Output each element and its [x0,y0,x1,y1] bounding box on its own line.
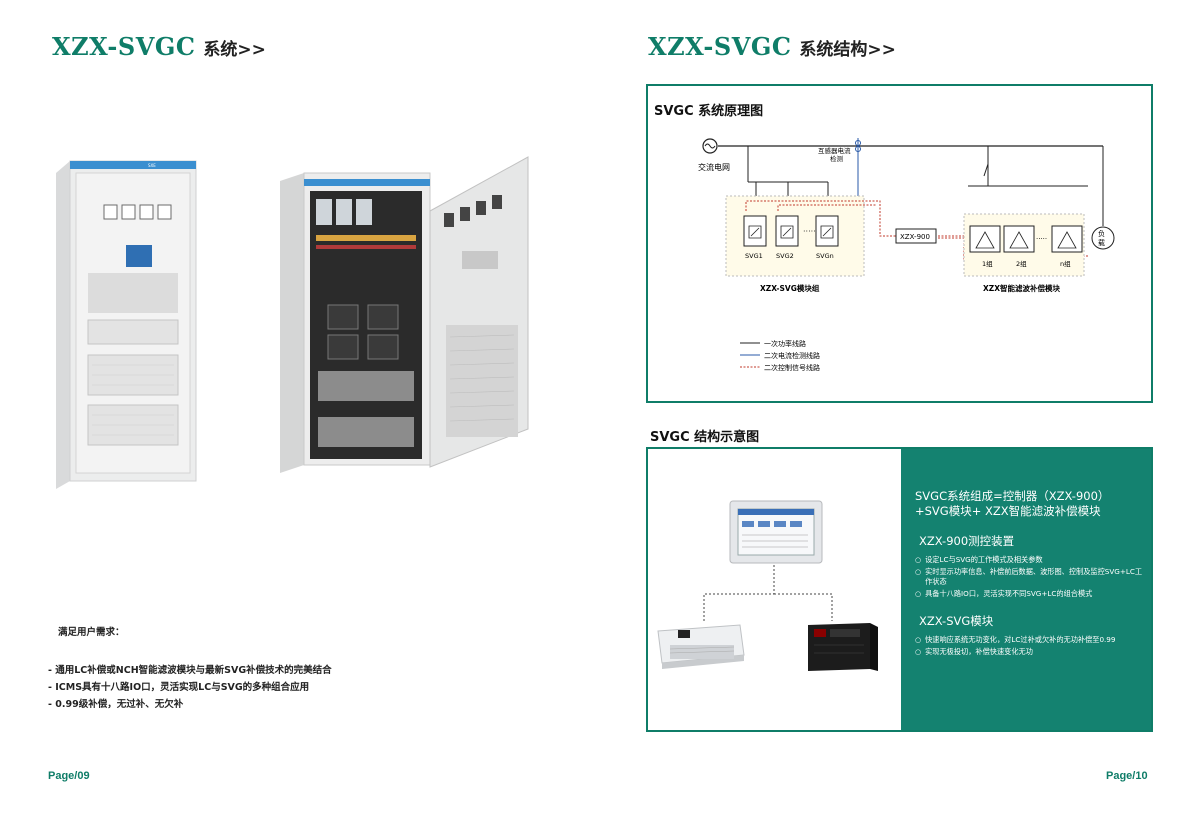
ct-label-1: 互感器电流 [818,146,851,155]
load-label-2: 载 [1098,238,1105,247]
panel-title-line1: SVGC系统组成=控制器（XZX-900） [915,489,1110,503]
controller-box [895,228,937,244]
ac-source-icon [702,138,718,154]
cabinet-brand-label: SXE [148,163,156,168]
legend-control-line: 二次控制信号线路 [764,363,820,372]
schematic-box: SVGC 系统原理图 交流电网 互感器电流 检测 ····· SVG1 SVG2 [646,84,1153,403]
svg-text:·····: ····· [1036,235,1047,243]
controller-device-image [729,500,823,564]
filter-group-1: 1组 [982,259,993,268]
controller-label: XZX-900 [900,233,930,241]
section1-bullet: ○具备十八路IO口，灵活实现不同SVG+LC的组合模式 [915,589,1093,598]
filter-group-n: n组 [1060,259,1071,268]
bullet-circle-icon: ○ [915,590,922,598]
svg1-label: SVG1 [745,252,763,260]
needs-heading: 满足用户需求： [58,627,125,638]
bullet-circle-icon: ○ [915,636,922,644]
svg-text:·····: ····· [803,227,816,236]
section2-bullet: ○快速响应系统无功变化，对LC过补或欠补的无功补偿至0.99 [915,635,1116,644]
svg-module-icons [743,215,839,247]
legend-current-line: 二次电流检测线路 [764,351,820,360]
schematic-title: SVGC 系统原理图 [654,104,764,119]
svgn-label: SVGn [816,252,834,260]
left-title-en: XZX-SVGC [52,32,196,61]
ct-label-2: 检测 [830,154,844,163]
right-title-cn: 系统结构>> [799,40,896,60]
svg-module-image [657,624,745,669]
section1-bullet: ○设定LC与SVG的工作模式及相关参数 [915,555,1043,564]
cabinet-closed-image: SXE [56,160,197,489]
filter-group-label: XZX智能滤波补偿模块 [983,283,1061,293]
cabinet-photos: SXE [48,155,568,495]
needs-item: - ICMS具有十八路IO口，灵活实现LC与SVG的多种组合应用 [48,682,310,693]
bullet-circle-icon: ○ [915,568,922,576]
needs-item: - 通用LC补偿或NCH智能滤波模块与最新SVG补偿技术的完美结合 [48,665,332,676]
needs-item: - 0.99级补偿，无过补、无欠补 [48,699,184,710]
switch-icon [983,163,989,177]
grid-label: 交流电网 [698,162,730,172]
bullet-circle-icon: ○ [915,648,922,656]
filter-module-image [808,623,878,671]
section2-title: XZX-SVG模块 [919,614,994,628]
cabinet-open-image [280,156,529,473]
section2-bullet: ○实现无极投切，补偿快速变化无功 [915,647,1033,656]
right-page-title: XZX-SVGC 系统结构>> [648,32,896,61]
bullet-circle-icon: ○ [915,556,922,564]
filter-group-2: 2组 [1016,259,1027,268]
right-title-en: XZX-SVGC [648,32,792,61]
structure-info-panel: SVGC系统组成=控制器（XZX-900） +SVG模块+ XZX智能滤波补偿模… [901,449,1151,730]
section1-title: XZX-900测控装置 [919,534,1015,548]
load-icon [1091,226,1115,250]
left-title-cn: 系统>> [203,40,266,60]
legend-power-line: 一次功率线路 [764,339,806,348]
page-number-right: Page/10 [1106,770,1148,782]
page-number-left: Page/09 [48,770,90,782]
panel-title-line2: +SVG模块+ XZX智能滤波补偿模块 [915,504,1101,518]
structure-title: SVGC 结构示意图 [650,430,760,445]
svg2-label: SVG2 [776,252,794,260]
user-needs: 满足用户需求： - 通用LC补偿或NCH智能滤波模块与最新SVG补偿技术的完美结… [48,624,332,713]
svg-group-label: XZX-SVG模块组 [760,283,820,293]
left-page-title: XZX-SVGC 系统>> [52,32,266,61]
load-label-1: 负 [1098,229,1105,238]
structure-box: SVGC系统组成=控制器（XZX-900） +SVG模块+ XZX智能滤波补偿模… [646,447,1153,732]
section1-bullet: ○实时显示功率信息、补偿前后数据、波形图、控制及监控SVG+LC工作状态 [915,567,1143,586]
